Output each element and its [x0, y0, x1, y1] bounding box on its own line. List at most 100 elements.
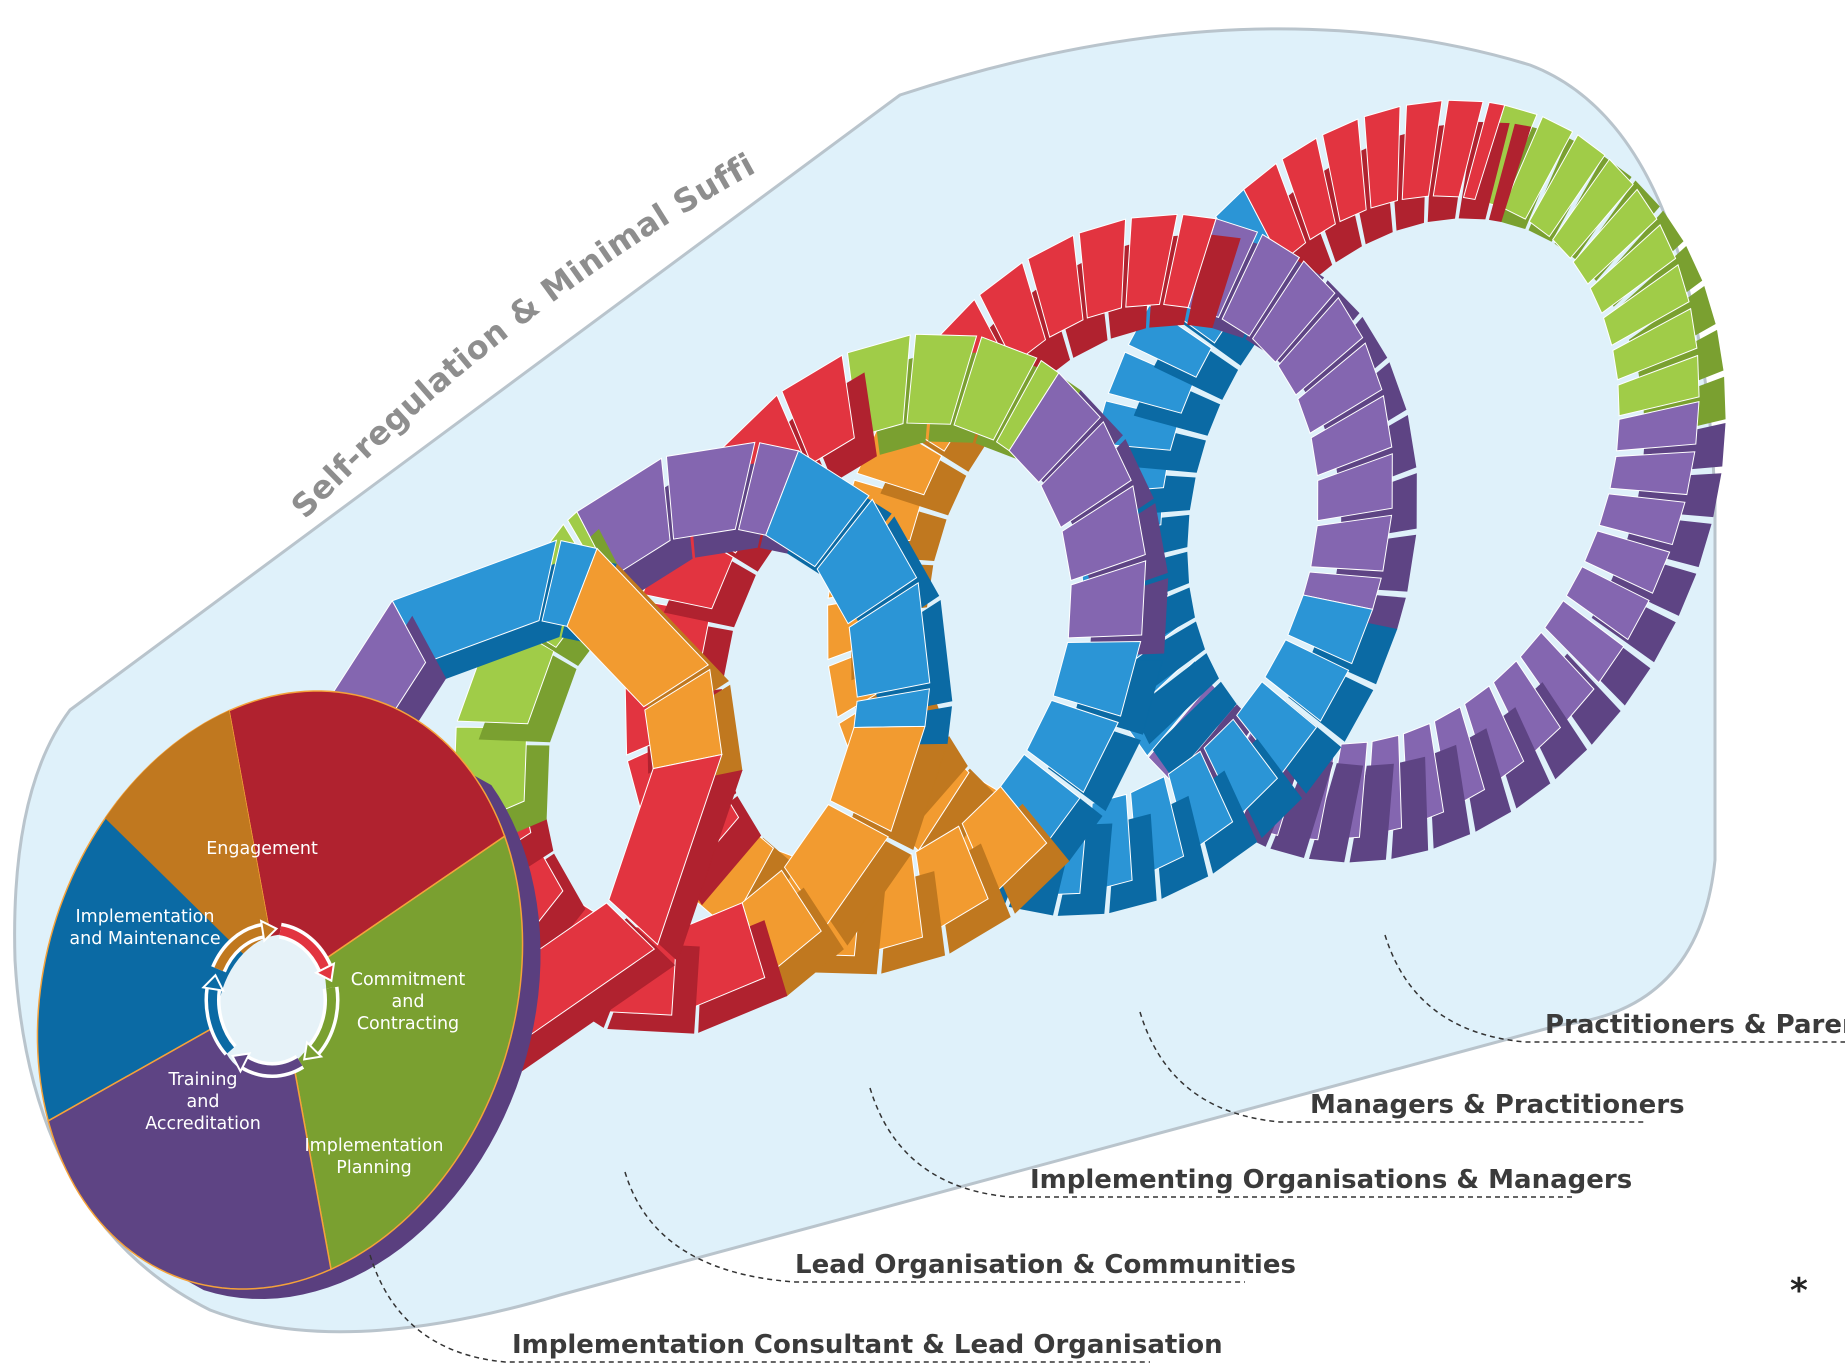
- rings-group: [280, 99, 1726, 1078]
- pie-label-line: and: [392, 992, 425, 1012]
- pie-label-line: and: [187, 1092, 220, 1112]
- ring-segment-side: [1152, 681, 1237, 779]
- ring-segment: [816, 498, 918, 625]
- level-labels: Implementation Consultant & Lead Organis…: [369, 934, 1845, 1363]
- ring-segment: [1602, 264, 1690, 346]
- ring-segment: [1008, 372, 1101, 484]
- pie-slice-engagement: [228, 690, 506, 992]
- pie-label-line: and Maintenance: [69, 929, 220, 949]
- level-label: Implementation Consultant & Lead Organis…: [512, 1330, 1223, 1360]
- ring-segment: [1027, 234, 1084, 338]
- ring-segment-side: [1349, 763, 1394, 863]
- pie-label-line: Accreditation: [145, 1114, 261, 1134]
- ring-segment: [1251, 260, 1336, 364]
- ring-segment: [1297, 342, 1383, 434]
- ring-segment: [1363, 105, 1401, 209]
- ring-segment: [1462, 101, 1506, 201]
- cycle-arrow: [208, 988, 235, 1054]
- ring-segment: [1277, 296, 1364, 396]
- ring-segment: [1067, 560, 1147, 639]
- ring-segment: [1221, 233, 1301, 337]
- leader-line: [869, 1087, 1573, 1198]
- leader-line: [369, 1254, 1150, 1363]
- ring-segment: [1401, 100, 1443, 201]
- ring-segment: [1589, 224, 1677, 314]
- ring-segment: [566, 547, 709, 708]
- ring-segment: [1310, 394, 1393, 477]
- ring-segment: [1243, 162, 1307, 263]
- ring-segment: [1612, 307, 1698, 381]
- ring-segment: [1163, 214, 1217, 309]
- ring-segment: [1528, 134, 1606, 238]
- cycle-arrow-head: [313, 961, 336, 983]
- ring-segment: [1125, 213, 1178, 308]
- ring-segment: [1432, 99, 1484, 198]
- level-label: Managers & Practitioners: [1310, 1090, 1685, 1120]
- pie-label-engagement: Engagement: [206, 839, 318, 859]
- cycle-arrow: [279, 926, 330, 971]
- pie-label-line: Engagement: [206, 839, 318, 859]
- ring-segment: [1264, 639, 1350, 722]
- ring-segment: [906, 333, 978, 425]
- cycle-arrow: [310, 987, 336, 1053]
- pie-label-line: Implementation: [305, 1136, 444, 1156]
- ring-segment: [1492, 660, 1562, 758]
- pie-label-line: Contracting: [357, 1014, 459, 1034]
- level-label: Implementing Organisations & Managers: [1030, 1165, 1632, 1195]
- ring-segment: [1502, 115, 1574, 220]
- ring-segment: [848, 581, 931, 698]
- cycle-arrow-head: [259, 919, 279, 943]
- ring-segment: [1322, 118, 1367, 223]
- leader-line: [1139, 1011, 1645, 1123]
- ring-segment-side: [1488, 123, 1532, 223]
- pie-slice-commitment: [279, 835, 524, 1271]
- ring-segment: [1203, 718, 1279, 819]
- ring-segment: [1609, 451, 1696, 496]
- ring-segment: [1236, 681, 1318, 774]
- ring-segment: [978, 261, 1047, 365]
- pie-label-line: Planning: [336, 1158, 411, 1178]
- ring-segment: [1052, 641, 1142, 717]
- pie-hole: [217, 934, 327, 1076]
- ring-segment: [1598, 493, 1686, 546]
- ring-segment: [1061, 485, 1146, 582]
- ring-segment: [1565, 566, 1650, 641]
- ring-segment: [953, 336, 1038, 441]
- ring-segment: [1078, 218, 1127, 319]
- ring-segment: [783, 803, 889, 928]
- pie-slice-maintenance-top: [105, 710, 281, 990]
- ring-segment: [1287, 594, 1374, 665]
- ring-segment-side: [1308, 763, 1364, 863]
- pie-slice-training: [36, 800, 282, 1122]
- ring-1: [1080, 99, 1726, 863]
- ring-segment: [1583, 530, 1671, 594]
- ring-segment: [1026, 699, 1119, 794]
- ring-segment: [1040, 420, 1132, 529]
- ring-segment: [781, 354, 855, 465]
- pie-disc: [36, 690, 541, 1299]
- ring-segment: [1519, 631, 1595, 723]
- level-label: Lead Organisation & Communities: [795, 1250, 1296, 1280]
- ring-segment: [1616, 401, 1700, 452]
- ring-segment: [1310, 514, 1393, 572]
- leader-line: [1384, 934, 1845, 1043]
- ring-segment: [1552, 158, 1634, 260]
- ring-segment: [608, 753, 723, 946]
- ring-segment: [765, 450, 870, 568]
- ring-segment: [1544, 600, 1625, 684]
- cycle-arrow-head: [201, 973, 225, 992]
- ring-segment: [665, 441, 756, 540]
- ring-segment-side: [1187, 234, 1241, 329]
- ring-segment: [1464, 685, 1525, 787]
- asterisk-mark: *: [1790, 1271, 1808, 1311]
- ring-segment: [1317, 453, 1393, 522]
- cycle-arrow-head: [230, 1052, 252, 1074]
- ring-segment: [1572, 188, 1658, 285]
- cycle-arrows: [201, 919, 340, 1078]
